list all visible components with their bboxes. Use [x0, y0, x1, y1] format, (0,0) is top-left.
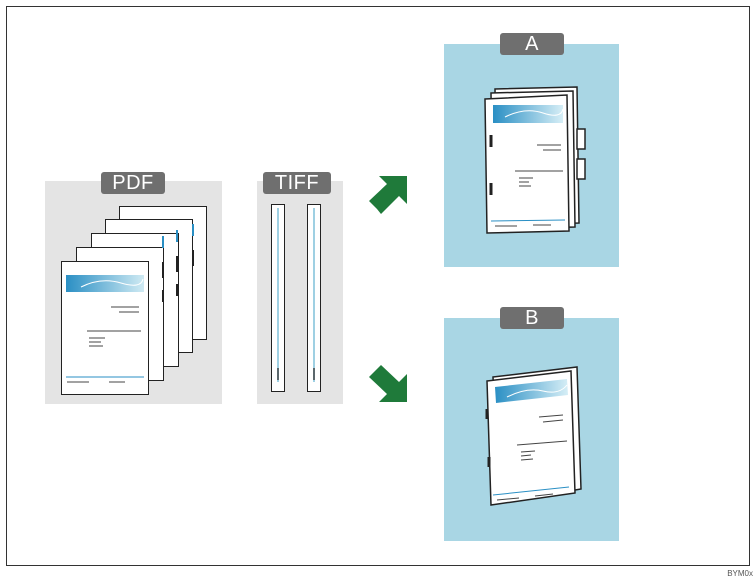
output-a-label: A — [500, 33, 564, 55]
pdf-cover-graphic — [65, 274, 144, 382]
arrow-up-right-icon — [369, 176, 407, 214]
stapled-booklet — [485, 366, 582, 506]
tiff-label: TIFF — [263, 172, 331, 194]
figure-code: BYM0x — [727, 569, 753, 578]
tiff-strip-marks — [277, 208, 315, 382]
arrow-down-right-icon — [369, 365, 407, 402]
output-b-label: B — [500, 307, 564, 329]
pdf-page-cover — [61, 261, 149, 395]
pdf-page-edge-marks — [162, 224, 194, 302]
diagram-frame: PDF — [6, 6, 750, 566]
pdf-label: PDF — [101, 172, 165, 194]
tabbed-booklet — [484, 86, 586, 234]
